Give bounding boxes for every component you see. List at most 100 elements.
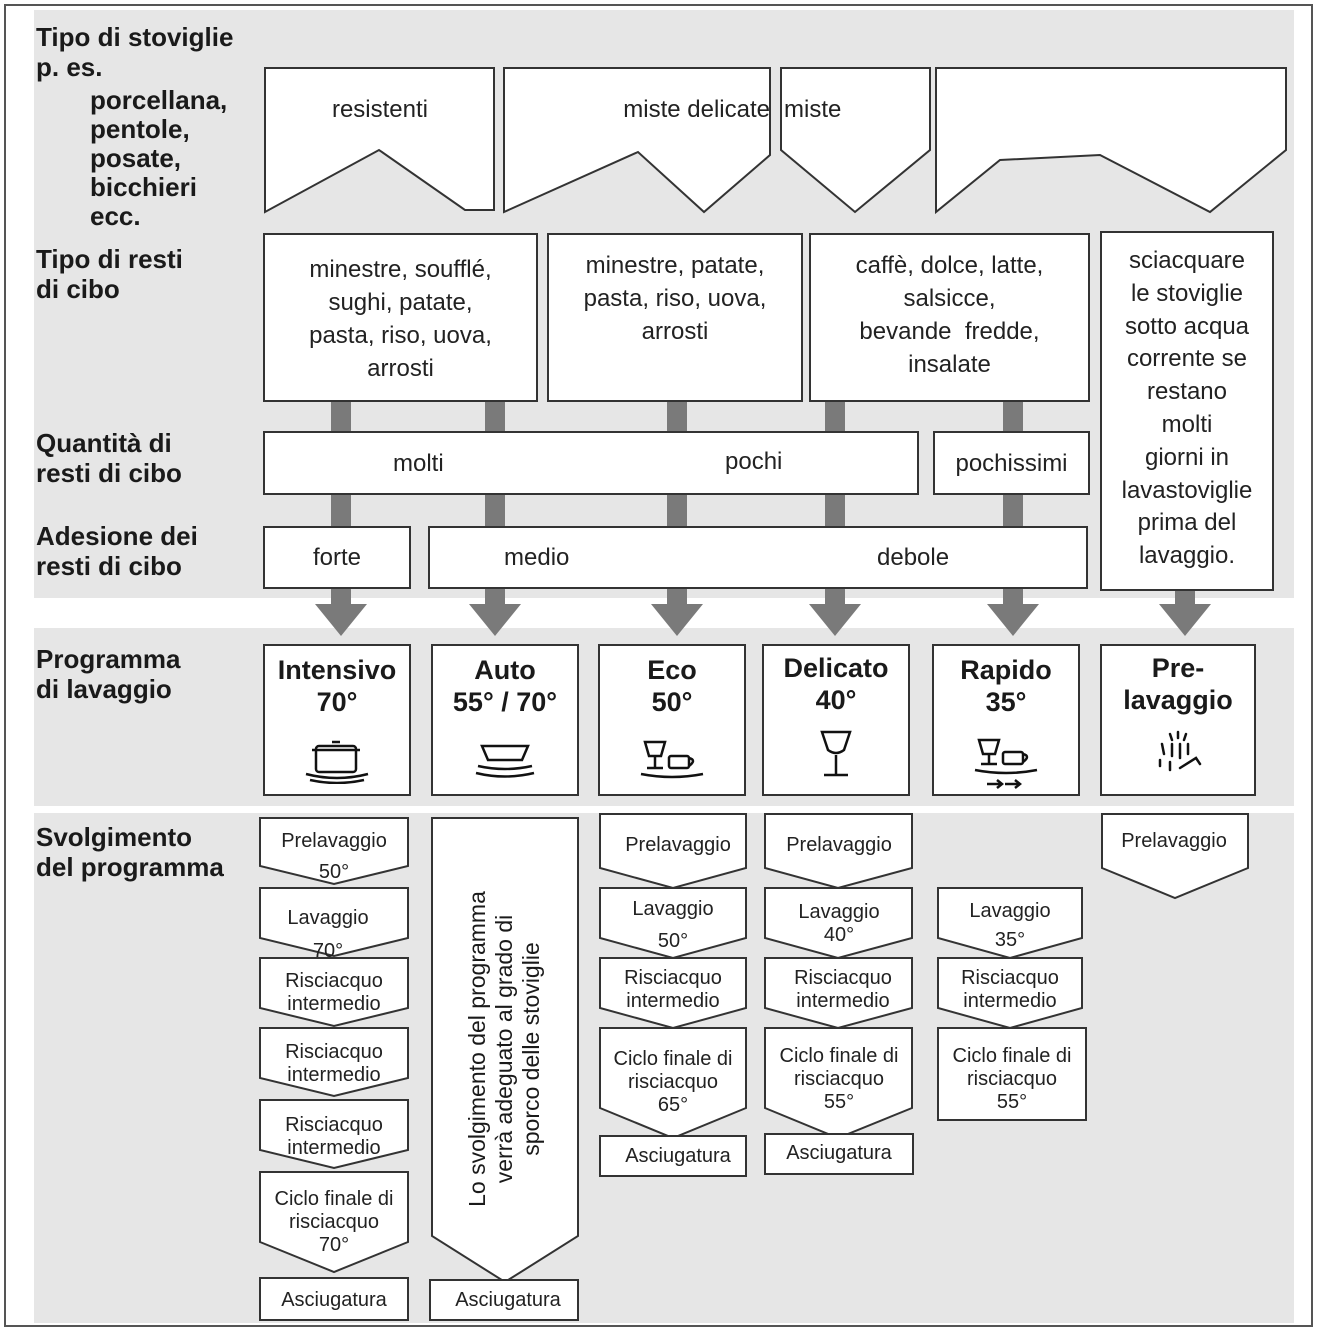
stoviglie-miste-delicate-label: miste delicate: [623, 95, 770, 123]
adhesion-debole: debole: [877, 544, 950, 571]
step-rapido-ciclo-finale: Ciclo finale di risciacquo 55°: [952, 1045, 1072, 1113]
step-shape: [599, 887, 747, 960]
step-shape: [599, 1135, 747, 1177]
program-temp: 70°: [316, 687, 358, 717]
step-shape: [937, 1027, 1087, 1121]
step-shape: [259, 817, 409, 886]
step-intensivo-prelavaggio: Prelavaggio 50°: [281, 830, 387, 883]
step-shape: [259, 1277, 409, 1321]
step-delicato-risciacquo: Risciacquo intermedio: [794, 967, 892, 1012]
step-intensivo-risciacquo-2: Risciacquo intermedio: [285, 1041, 383, 1086]
down-arrow: [651, 604, 703, 636]
step-shape: [764, 1133, 914, 1175]
food-type-eco: minestre, patate, pasta, riso, uova, arr…: [547, 233, 803, 402]
down-arrow: [987, 604, 1039, 636]
wine-glass-icon: [820, 730, 852, 777]
step-rapido-risciacquo: Risciacquo intermedio: [961, 967, 1059, 1012]
step-shape: [764, 887, 913, 960]
stoviglie-resistenti-label: resistenti: [331, 95, 429, 123]
step-intensivo-risciacquo-3: Risciacquo intermedio: [285, 1114, 383, 1159]
program-name: Auto: [474, 655, 536, 685]
program-rapido: Rapido 35°: [932, 644, 1080, 796]
food-type-delicato: caffè, dolce, latte, salsicce, bevande f…: [809, 233, 1090, 402]
step-shape: [599, 1027, 747, 1140]
step-intensivo-asciugatura: Asciugatura: [281, 1289, 387, 1311]
step-intensivo-lavaggio: Lavaggio 70°: [287, 907, 369, 962]
quantity-pochi: pochi: [725, 448, 783, 475]
program-delicato: Delicato 40°: [762, 644, 910, 796]
stoviglie-miste-label: miste: [784, 95, 842, 123]
step-eco-ciclo-finale: Ciclo finale di risciacquo 65°: [613, 1048, 733, 1116]
label-svolgimento: Svolgimento del programma: [36, 822, 224, 882]
stoviglie-resistenti-shape: [264, 67, 495, 214]
step-intensivo-risciacquo-1: Risciacquo intermedio: [285, 970, 383, 1015]
step-shape: [764, 1027, 913, 1140]
program-prelavaggio: Pre- lavaggio: [1100, 644, 1256, 796]
step-shape: [1101, 813, 1249, 900]
step-auto-asciugatura: Asciugatura: [455, 1289, 561, 1311]
program-name: Intensivo: [277, 655, 397, 685]
program-intensivo: Intensivo 70°: [263, 644, 411, 796]
step-shape: [259, 957, 409, 1028]
label-adesione: Adesione dei resti di cibo: [36, 521, 198, 581]
step-delicato-prelavaggio: Prelavaggio: [786, 834, 892, 856]
step-shape: [764, 957, 913, 1030]
down-arrow: [809, 604, 861, 636]
label-quantita: Quantità di resti di cibo: [36, 428, 182, 488]
label-tipo-stoviglie: Tipo di stoviglie p. es.: [36, 22, 234, 82]
step-eco-asciugatura: Asciugatura: [625, 1145, 731, 1167]
program-temp: 55° / 70°: [452, 687, 558, 717]
food-type-intensivo: minestre, soufflé, sughi, patate, pasta,…: [263, 233, 538, 402]
stoviglie-miste-shape: [780, 67, 931, 214]
connector-bar: [1175, 590, 1195, 608]
step-shape: [599, 957, 747, 1030]
step-shape: [764, 813, 913, 890]
adhesion-forte: forte: [263, 526, 411, 589]
step-shape: [259, 1027, 409, 1098]
step-rapido-lavaggio: Lavaggio 35°: [969, 900, 1051, 951]
step-shape: [259, 1171, 409, 1274]
down-arrow: [1159, 604, 1211, 636]
step-delicato-ciclo-finale: Ciclo finale di risciacquo 55°: [779, 1045, 899, 1113]
quantity-molti: molti: [393, 450, 444, 477]
step-auto-note: Lo svolgimento del programma verrà adegu…: [464, 891, 544, 1207]
program-temp: 50°: [651, 687, 693, 717]
down-arrow: [315, 604, 367, 636]
program-name: Delicato: [783, 653, 889, 683]
stoviglie-miste-delicate-shape: [503, 67, 771, 214]
step-shape: [937, 957, 1083, 1030]
label-tipo-resti: Tipo di resti di cibo: [36, 244, 183, 304]
plates-icon: [475, 744, 535, 778]
program-name: Pre- lavaggio: [1123, 653, 1233, 715]
glass-cup-icon: [640, 740, 704, 779]
step-shape: [599, 813, 747, 890]
step-eco-lavaggio: Lavaggio 50°: [632, 898, 714, 952]
step-eco-risciacquo: Risciacquo intermedio: [624, 967, 722, 1012]
step-shape: [937, 887, 1083, 960]
auto-note-shape: [431, 817, 579, 1284]
step-shape: [259, 887, 409, 958]
quantity-pochissimi: pochissimi: [933, 431, 1090, 495]
step-prelavaggio: Prelavaggio: [1121, 830, 1227, 852]
program-eco: Eco 50°: [598, 644, 746, 796]
program-name: Rapido: [960, 655, 1052, 685]
water-spray-icon: [1158, 730, 1202, 772]
step-delicato-lavaggio: Lavaggio 40°: [798, 901, 880, 946]
label-programma: Programma di lavaggio: [36, 644, 181, 704]
food-type-prelavaggio: sciacquare le stoviglie sotto acqua corr…: [1100, 231, 1274, 591]
step-intensivo-ciclo-finale: Ciclo finale di risciacquo 70°: [274, 1188, 394, 1256]
step-shape: [429, 1279, 579, 1321]
quantity-box: molti pochi: [263, 431, 919, 495]
step-eco-prelavaggio: Prelavaggio: [625, 834, 731, 856]
label-stoviglie-examples: porcellana, pentole, posate, bicchieri e…: [90, 85, 228, 231]
adhesion-medio: medio: [504, 544, 570, 571]
step-delicato-asciugatura: Asciugatura: [786, 1142, 892, 1164]
stoviglie-rapido-shape: [935, 67, 1287, 215]
program-auto: Auto 55° / 70°: [431, 644, 579, 796]
program-name: Eco: [647, 655, 697, 685]
pot-icon: [305, 740, 369, 784]
program-temp: 40°: [815, 685, 857, 715]
glass-cup-fast-icon: [974, 738, 1038, 789]
down-arrow: [469, 604, 521, 636]
